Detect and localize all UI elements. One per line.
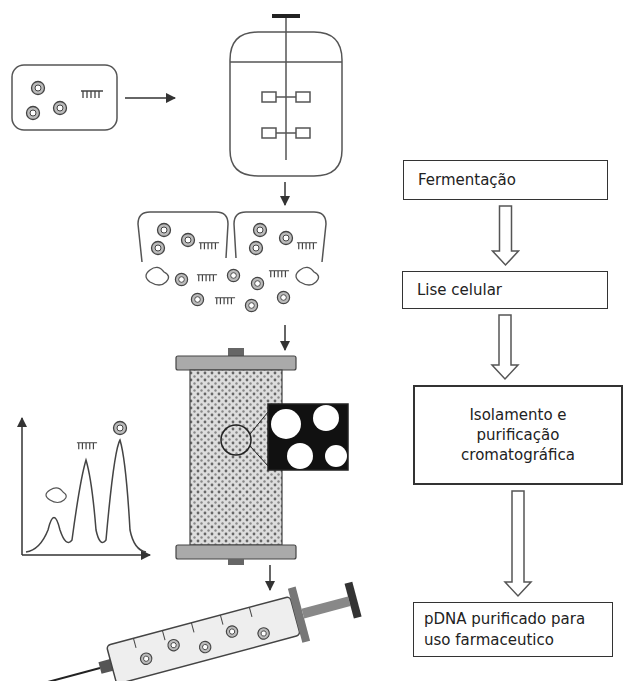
process-box: pDNA purificado para uso farmaceutico	[413, 602, 613, 657]
lysed-cells	[138, 212, 326, 312]
chromatogram	[22, 418, 150, 555]
box-label: Fermentação	[418, 170, 516, 190]
box-label: pDNA purificado para uso farmaceutico	[424, 609, 602, 650]
hollow-arrow	[492, 315, 518, 379]
flow-arrow	[284, 182, 286, 205]
process-box: Isolamento e purificação cromatográfica	[413, 385, 623, 485]
bacterial-cell	[12, 65, 117, 130]
fermenter	[230, 16, 342, 176]
chromatography-column	[176, 348, 348, 565]
hollow-arrow	[505, 491, 531, 596]
flow-arrow	[125, 97, 175, 99]
hollow-arrow	[493, 206, 519, 265]
syringe	[40, 572, 365, 681]
process-box: Lise celular	[402, 271, 608, 309]
box-label: Lise celular	[417, 280, 502, 300]
process-box: Fermentação	[403, 160, 608, 200]
flow-arrow	[269, 565, 271, 590]
flow-arrow	[284, 325, 286, 350]
box-label: Isolamento e purificação cromatográfica	[459, 405, 577, 466]
